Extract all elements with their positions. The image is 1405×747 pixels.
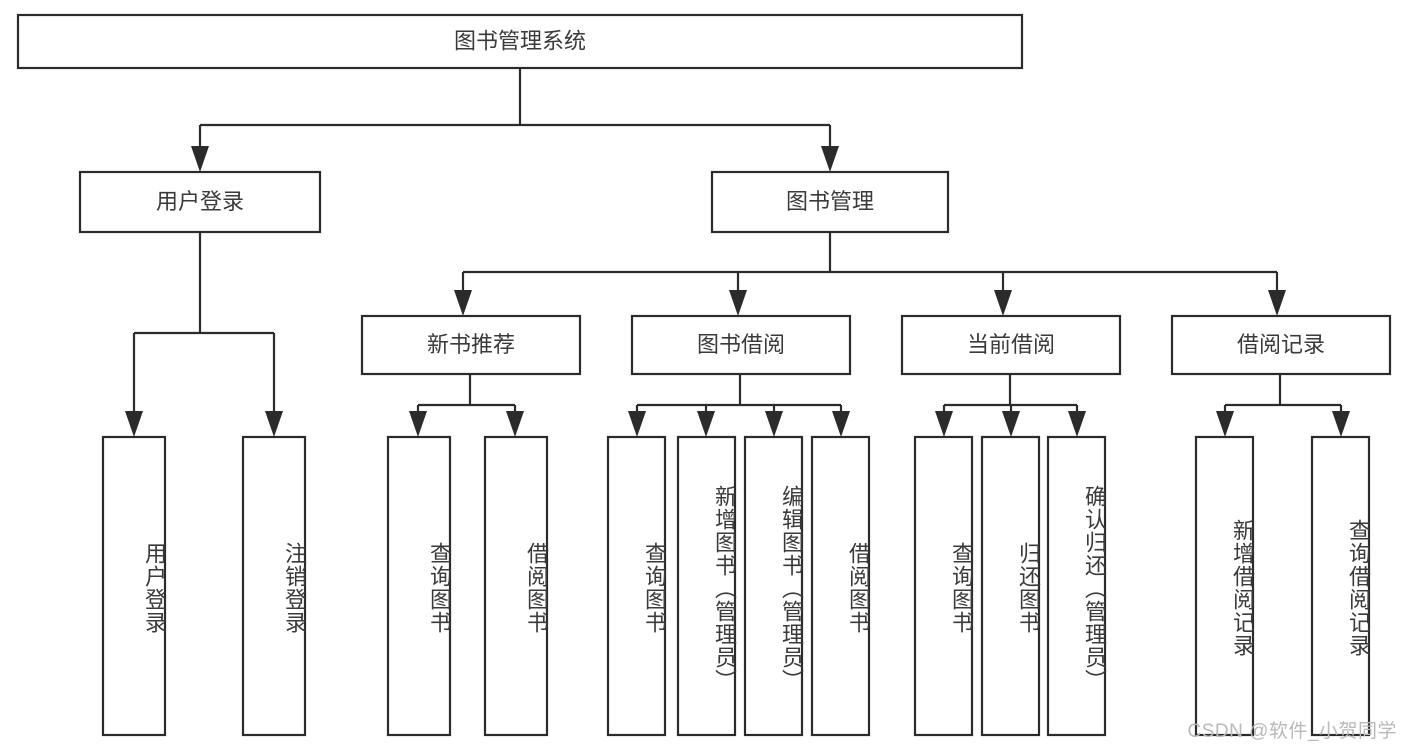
- arrow-head-icon: [821, 146, 839, 172]
- node-leaf-5[interactable]: [676, 435, 737, 737]
- arrow-head-icon: [191, 146, 209, 172]
- node-level2-label-0: 用户登录: [156, 189, 244, 214]
- node-leaf-6[interactable]: [743, 435, 804, 737]
- node-leaf-0[interactable]: [101, 435, 167, 737]
- node-leaf-11[interactable]: [1194, 435, 1255, 737]
- node-level3-1[interactable]: [630, 314, 852, 376]
- node-leaf-2[interactable]: [386, 435, 452, 737]
- arrow-head-icon: [409, 411, 427, 437]
- node-level3-2[interactable]: [900, 314, 1122, 376]
- arrow-head-icon: [832, 411, 850, 437]
- node-level3-label-3: 借阅记录: [1237, 332, 1325, 357]
- node-leaf-8[interactable]: [913, 435, 974, 737]
- node-leaf-3[interactable]: [483, 435, 549, 737]
- node-level2-1[interactable]: [710, 170, 950, 234]
- node-level2-label-1: 图书管理: [786, 189, 874, 214]
- arrow-head-icon: [265, 411, 283, 437]
- node-leaf-1[interactable]: [241, 435, 307, 737]
- node-level3-3[interactable]: [1170, 314, 1392, 376]
- node-leaf-9[interactable]: [980, 435, 1041, 737]
- arrow-head-icon: [506, 411, 524, 437]
- node-level2-0[interactable]: [78, 170, 322, 234]
- node-leaf-12[interactable]: [1310, 435, 1371, 737]
- node-level3-0[interactable]: [360, 314, 582, 376]
- arrow-head-icon: [1068, 411, 1086, 437]
- arrow-head-icon: [729, 290, 747, 316]
- arrow-head-icon: [454, 290, 472, 316]
- arrow-head-icon: [935, 411, 953, 437]
- arrow-head-icon: [994, 290, 1012, 316]
- arrow-head-icon: [1216, 411, 1234, 437]
- csdn-watermark: CSDN @软件_小贺同学: [1187, 721, 1397, 742]
- arrow-head-icon: [1332, 411, 1350, 437]
- node-leaf-4[interactable]: [606, 435, 667, 737]
- arrow-head-icon: [1002, 411, 1020, 437]
- arrow-head-icon: [125, 411, 143, 437]
- node-root-图书管理系统[interactable]: [16, 13, 1024, 70]
- arrow-head-icon: [628, 411, 646, 437]
- arrow-head-icon: [697, 411, 715, 437]
- node-leaf-7[interactable]: [810, 435, 871, 737]
- node-root-label: 图书管理系统: [454, 28, 586, 53]
- node-level3-label-1: 图书借阅: [697, 332, 785, 357]
- nodes-layer: [16, 13, 1392, 737]
- node-level3-label-0: 新书推荐: [427, 332, 515, 357]
- connectors-layer: [125, 68, 1350, 437]
- arrow-head-icon: [765, 411, 783, 437]
- arrow-head-icon: [1268, 290, 1286, 316]
- node-leaf-10[interactable]: [1046, 435, 1107, 737]
- node-level3-label-2: 当前借阅: [967, 332, 1055, 357]
